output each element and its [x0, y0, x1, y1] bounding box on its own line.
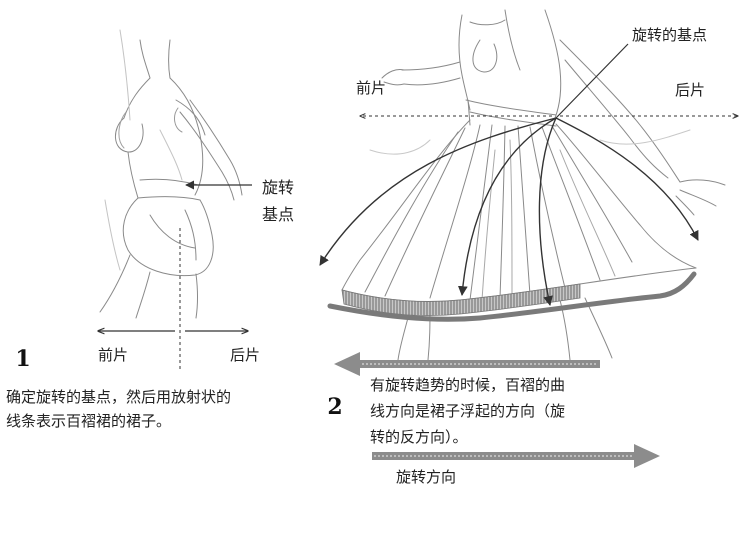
figure2-rotation-direction-arrow — [372, 444, 660, 468]
radial-arrow-center-left — [457, 117, 557, 296]
figure2-float-direction-arrow — [334, 352, 600, 376]
figure2-sketch — [341, 9, 726, 361]
figure1-back-label: 后片 — [230, 346, 261, 364]
figure2-caption-line1: 有旋转趋势的时候，百褶的曲 — [370, 376, 566, 394]
figure2-radial-arrows — [319, 117, 699, 306]
figure2-pivot-pointer — [555, 43, 629, 119]
figure2-caption-line2: 线方向是裙子浮起的方向（旋 — [370, 402, 566, 420]
radial-arrow-center — [538, 117, 557, 306]
figure2-front-label: 前片 — [356, 79, 387, 97]
figure1-pivot-label-line2: 基点 — [262, 205, 295, 224]
figure2-pivot-label: 旋转的基点 — [632, 26, 708, 44]
radial-arrow-right — [555, 117, 699, 241]
figure1-number: 1 — [15, 346, 31, 372]
figure2-number: 2 — [327, 394, 343, 420]
figure2-hem-band — [341, 283, 581, 316]
radial-arrow-left — [319, 117, 557, 266]
figure1-sketch — [99, 29, 243, 319]
figure2-caption-line3: 转的反方向）。 — [370, 428, 468, 446]
figure1-front-label: 前片 — [98, 346, 129, 364]
figure2-ground-line — [327, 271, 697, 322]
figure1-pivot-label-line1: 旋转 — [262, 178, 295, 197]
figure1-neck-line — [139, 39, 151, 79]
figure1-caption-line2: 线条表示百褶裙的裙子。 — [6, 412, 172, 430]
figure1-caption-line1: 确定旋转的基点，然后用放射状的 — [6, 388, 232, 406]
figure2-back-label: 后片 — [675, 81, 706, 99]
figure2-rotation-label: 旋转方向 — [396, 468, 457, 486]
